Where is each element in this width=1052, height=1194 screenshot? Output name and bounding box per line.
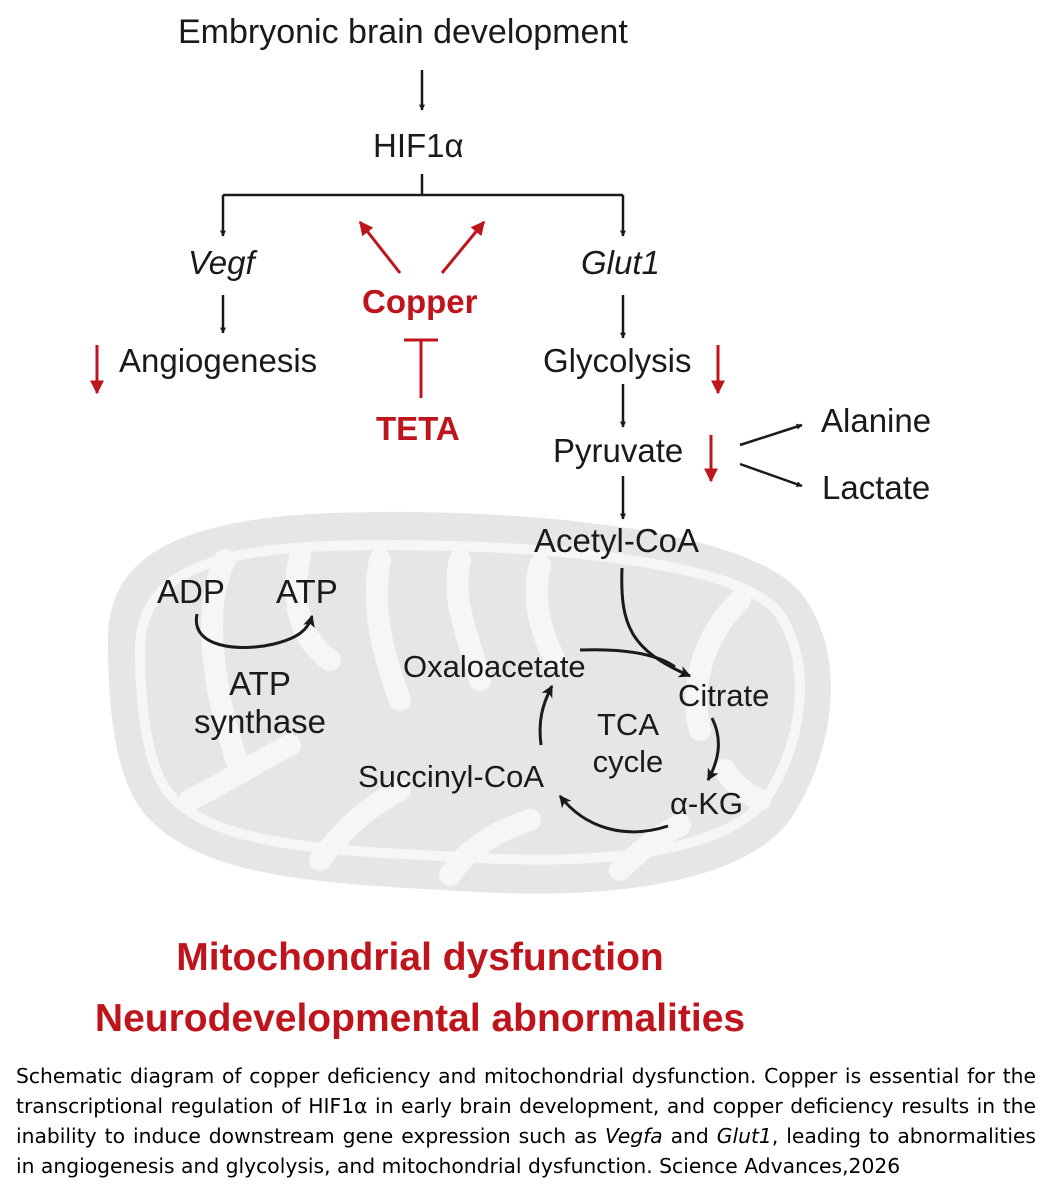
embryonic-brain-development-label: Embryonic brain development — [178, 13, 628, 51]
glut1-label: Glut1 — [581, 244, 660, 281]
oxaloacetate-to-citrate-arrow — [579, 648, 676, 669]
hif1a-label: HIF1α — [373, 127, 464, 164]
atp-label: ATP — [276, 573, 338, 610]
glycolysis-label: Glycolysis — [543, 342, 692, 379]
conclusion-neurodevelopmental-abnormalities: Neurodevelopmental abnormalities — [94, 997, 746, 1040]
acetylcoa-to-citrate-arrow — [620, 567, 692, 678]
caption-glut1: Glut1 — [716, 1124, 772, 1148]
lactate-label: Lactate — [822, 469, 931, 506]
adp-label: ADP — [157, 573, 225, 610]
atp-synthase-label-line2: synthase — [193, 703, 327, 740]
copper-hif1a-pathway-diagram: Embryonic brain development HIF1α Vegf G… — [90, 13, 932, 1040]
tca-label-line1: TCA — [597, 707, 659, 742]
adp-to-atp-arrow — [194, 613, 315, 650]
conclusion-mitochondrial-dysfunction: Mitochondrial dysfunction — [176, 936, 664, 979]
atp-synthase-label-line1: ATP — [229, 665, 291, 702]
decrease-arrows — [90, 345, 725, 483]
vegf-label: Vegf — [188, 244, 255, 281]
diagram-graphics — [90, 70, 831, 894]
tca-label-line2: cycle — [592, 744, 664, 779]
copper-label: Copper — [362, 283, 478, 320]
acetylcoa-label: Acetyl-CoA — [534, 522, 700, 559]
alanine-label: Alanine — [821, 402, 932, 439]
hif-induction-arrows — [220, 70, 803, 520]
angiogenesis-label: Angiogenesis — [119, 342, 318, 379]
figure-caption: Schematic diagram of copper deficiency a… — [16, 1061, 1036, 1181]
caption-text-part2: , leading to abnormalities in angiogenes… — [16, 1124, 1036, 1178]
copper-activation-arrows — [358, 220, 486, 274]
caption-vegfa: Vegfa — [605, 1124, 663, 1148]
tca-cycle-arrows — [538, 684, 720, 834]
caption-and: and — [662, 1124, 717, 1148]
teta-label: TETA — [376, 410, 460, 447]
citrate-label: Citrate — [678, 678, 770, 713]
caption-text-part1: Schematic diagram of copper deficiency a… — [16, 1064, 1036, 1148]
alpha-kg-label: α-KG — [670, 786, 744, 821]
teta-inhibition-bar — [404, 338, 438, 398]
oxaloacetate-label: Oxaloacetate — [403, 649, 586, 684]
mitochondrion-shape — [108, 511, 831, 894]
pyruvate-label: Pyruvate — [553, 432, 684, 469]
succinylcoa-label: Succinyl-CoA — [358, 759, 545, 794]
